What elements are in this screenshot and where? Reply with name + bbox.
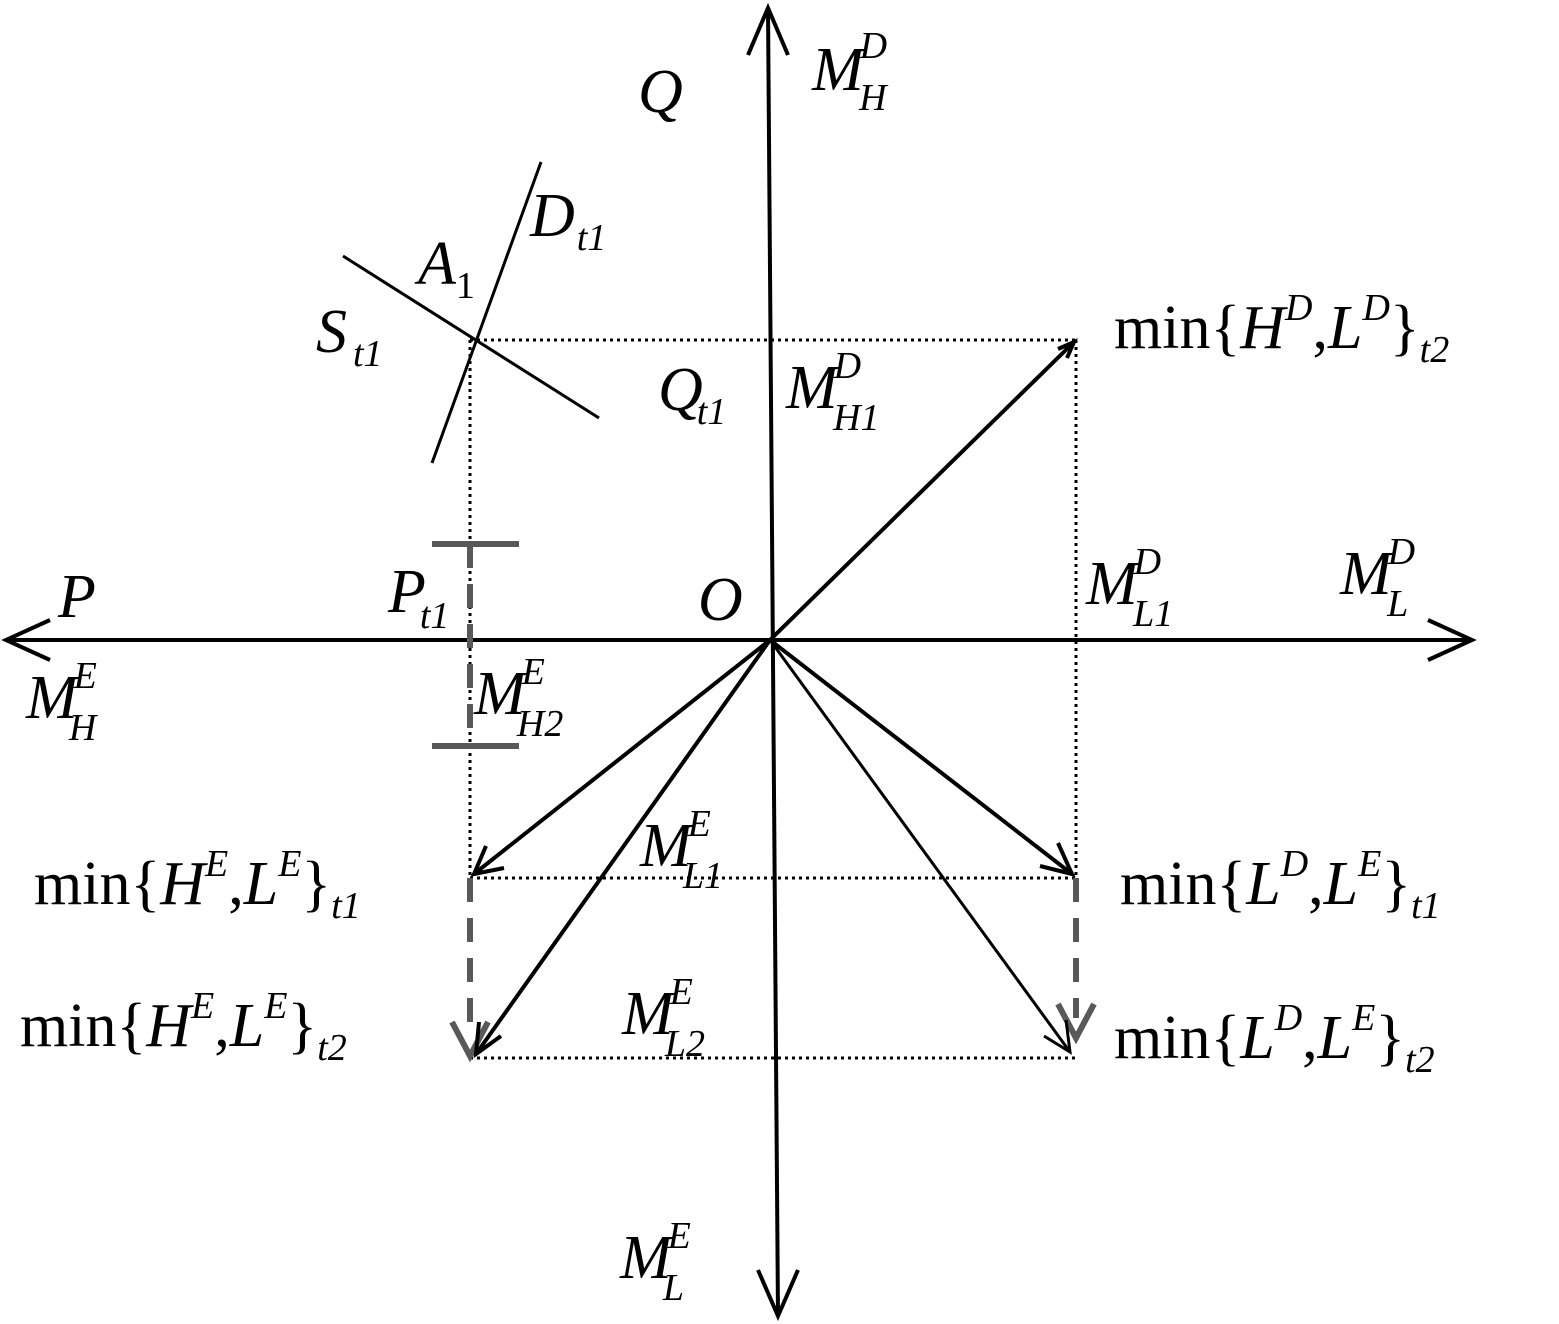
label-q-axis: Q [638, 58, 683, 126]
label-min-hd-ld-t2: min{HD,LD}t2 [1114, 287, 1449, 371]
label-p-t1: Pt1 [387, 558, 449, 637]
vector-to-min-hd-ld-t2 [768, 340, 1076, 642]
left-drop-arrowhead [449, 1020, 491, 1063]
vertical-axis-arrow-bottom [756, 1269, 800, 1322]
vector-to-min-he-le-t1-arrowhead [470, 845, 505, 877]
label-min-ld-le-t2: min{LD,LE}t2 [1114, 997, 1435, 1081]
label-d-t1: Dt1 [529, 182, 606, 259]
label-min-he-le-t1: min{HE,LE}t1 [34, 843, 361, 927]
vector-to-min-he-le-t2-arrowhead [473, 1021, 503, 1059]
label-origin: O [698, 566, 743, 634]
vertical-axis [766, 7, 780, 1317]
label-min-ld-le-t1: min{LD,LE}t1 [1120, 843, 1441, 927]
horizontal-axis-arrow-left [1, 618, 51, 662]
label-q-t1: Qt1 [658, 356, 726, 433]
vector-to-min-ld-le-t1 [768, 638, 1074, 876]
right-drop-arrowhead [1055, 1002, 1097, 1045]
vector-to-min-hd-ld-t2-arrowhead [1057, 338, 1078, 359]
supply-line [342, 254, 600, 420]
vector-to-min-ld-le-t2-arrowhead [1043, 1019, 1072, 1055]
vector-to-min-ld-le-t2 [768, 639, 1072, 1053]
label-min-he-le-t2: min{HE,LE}t2 [20, 985, 347, 1069]
label-a1: A1 [414, 230, 475, 307]
vector-to-min-ld-le-t1-arrowhead [1039, 842, 1076, 877]
vector-to-min-he-le-t2 [474, 638, 772, 1056]
demand-line [430, 161, 543, 464]
vertical-axis-arrow-top [746, 2, 790, 56]
label-p-axis: P [57, 563, 96, 631]
vector-to-min-he-le-t1 [472, 638, 772, 876]
horizontal-axis-arrow-right [1427, 618, 1477, 662]
